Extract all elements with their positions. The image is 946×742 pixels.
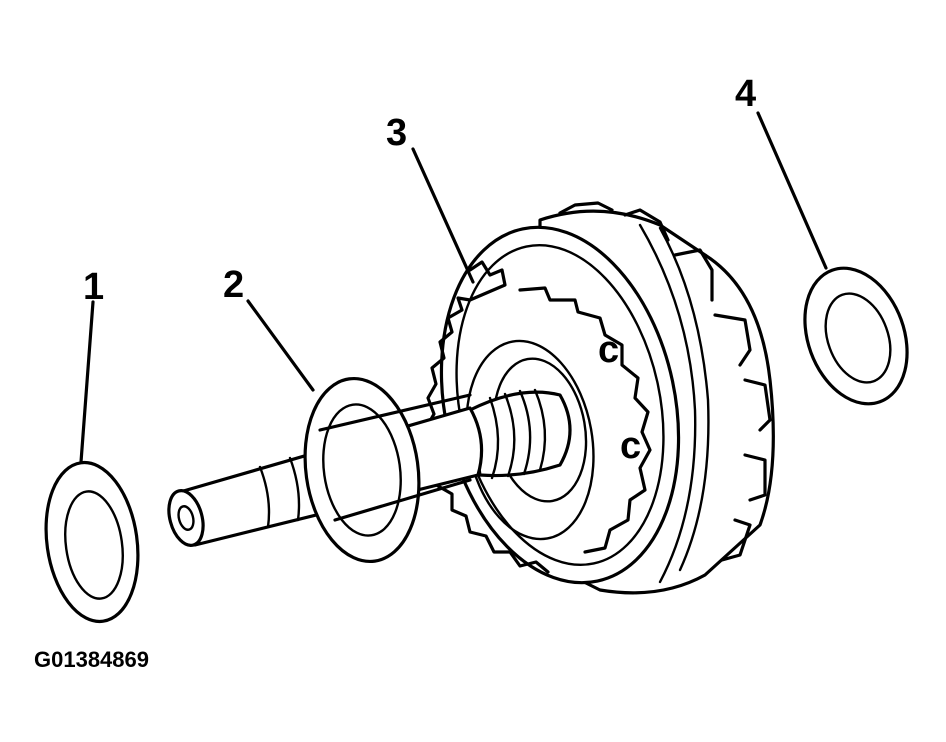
callout-1: 1 — [83, 266, 104, 308]
leader-line-3 — [411, 147, 475, 284]
leader-line-2 — [246, 299, 315, 392]
callout-3: 3 — [386, 112, 407, 154]
part-4-washer — [803, 266, 909, 406]
callout-4: 4 — [735, 73, 756, 115]
part-1-washer — [44, 460, 140, 624]
spline-mark-upper: c — [598, 329, 619, 371]
part-2-shaft-washer: c — [167, 376, 572, 564]
spline-mark-lower: c — [620, 425, 641, 467]
leader-line-4 — [756, 111, 828, 270]
callout-2: 2 — [223, 264, 244, 306]
leader-line-1 — [79, 300, 95, 464]
figure-id: G01384869 — [34, 647, 149, 672]
